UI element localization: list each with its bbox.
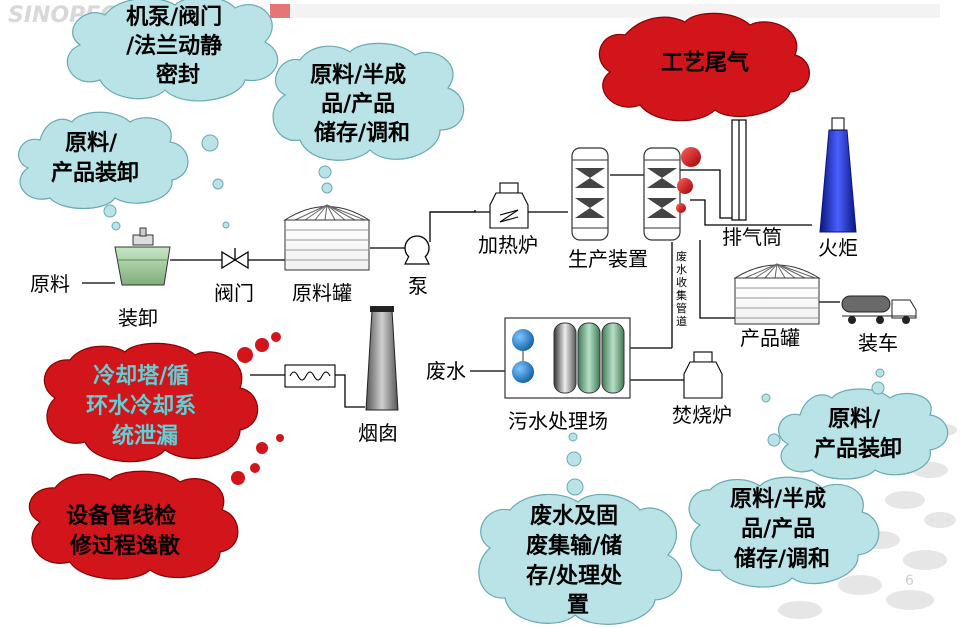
page-number: 6 [905, 573, 914, 589]
cloud-text-line: 修过程逸散 [69, 533, 181, 559]
label-truck-loading: 装车 [858, 331, 898, 355]
cloud-text-line: 冷却塔/循 [93, 363, 189, 389]
svg-text:废水及固 废集输/储 存/处理处: 废水及固 废集输/储 存/处理处 置 [526, 503, 630, 618]
exhaust-stack-icon [731, 119, 747, 221]
label-unloading: 装卸 [118, 306, 158, 330]
label-pump: 泵 [408, 274, 428, 298]
cloud-storage-right: 原料/半成 品/产品 储存/调和 [688, 476, 880, 588]
ww-pipe-char: 水 [676, 263, 687, 276]
cloud-text-line: 密封 [156, 62, 200, 88]
ww-pipe-char: 管 [676, 301, 687, 315]
cloud-text-line: 废水及固 [530, 503, 618, 529]
cloud-text-line: 存/处理处 [526, 563, 622, 589]
incinerator-icon [683, 351, 723, 399]
ww-pipe-char: 收 [676, 275, 687, 289]
svg-text:机泵/阀门 /法兰动静 密封: 机泵/阀门 /法兰动静 密封 [126, 4, 230, 88]
label-wastewater: 废水 [426, 359, 466, 383]
heating-furnace-icon [489, 182, 529, 229]
label-heating-furnace: 加热炉 [478, 233, 538, 257]
ship-icon [114, 227, 171, 286]
cloud-text-line: /法兰动静 [126, 33, 222, 59]
chimney-icon [365, 306, 399, 411]
cloud-loading-right: 原料/ 产品装卸 [761, 368, 949, 480]
cloud-text-line: 品/产品 [741, 517, 815, 542]
cloud-text-line: 工艺尾气 [661, 50, 749, 76]
cloud-text-line: 储存/调和 [314, 120, 410, 146]
cloud-loading-left: 原料/ 产品装卸 [18, 111, 189, 231]
product-tank-icon [733, 263, 821, 325]
cloud-pump-valve-seal: 机泵/阀门 /法兰动静 密封 [67, 0, 278, 229]
pipelines [82, 169, 840, 408]
label-ww-pipe: 废水收集管道 [676, 249, 687, 328]
label-flare: 火炬 [818, 236, 858, 260]
production-column-2 [643, 147, 681, 241]
cloud-cooling-tower: 冷却塔/循 环水冷却系 统泄漏 [43, 332, 284, 463]
cloud-text-line: 机泵/阀门 [126, 4, 222, 30]
cloud-text-line: 原料/ [65, 131, 118, 156]
label-production-unit: 生产装置 [568, 247, 648, 271]
label-exhaust-stack: 排气筒 [722, 225, 782, 249]
cloud-storage-left: 原料/半成 品/产品 储存/调和 [272, 42, 465, 194]
cloud-text-line: 品/产品 [321, 92, 395, 117]
label-valve: 阀门 [214, 281, 254, 305]
svg-text:原料/半成 品/产品 储存/调和: 原料/半成 品/产品 储存/调和 [310, 63, 414, 146]
label-product-tank: 产品罐 [740, 326, 800, 350]
flare-icon [819, 117, 857, 233]
cloud-text-line: 储存/调和 [734, 546, 830, 572]
ww-pipe-char: 废 [676, 249, 687, 263]
cloud-text-line: 设备管线检 [66, 503, 176, 529]
svg-text:原料/半成 品/产品 储存/调和: 原料/半成 品/产品 储存/调和 [730, 487, 834, 572]
label-raw-material: 原料 [30, 272, 70, 296]
cloud-waste-handling: 废水及固 废集输/储 存/处理处 置 [478, 432, 683, 625]
svg-text:原料/ 产品装卸: 原料/ 产品装卸 [814, 407, 902, 462]
svg-text:设备管线检 修过程逸散: 设备管线检 修过程逸散 [66, 503, 184, 559]
cloud-text-line: 环水冷却系 [86, 393, 196, 419]
cloud-text-line: 置 [567, 593, 589, 618]
raw-tank-icon [283, 204, 371, 271]
svg-text:冷却塔/循 环水冷却系 统泄漏: 冷却塔/循 环水冷却系 统泄漏 [86, 363, 204, 449]
tail-gas-bubbles [676, 147, 701, 213]
label-chimney: 烟囱 [358, 421, 398, 445]
wwtp-icon [504, 317, 631, 399]
cloud-text-line: 废集输/储 [526, 533, 622, 559]
header-bar [270, 4, 940, 18]
label-incinerator: 焚烧炉 [672, 403, 732, 427]
valve-icon [221, 248, 249, 270]
label-raw-tank: 原料罐 [292, 281, 352, 305]
cloud-text-line: 原料/半成 [730, 487, 826, 512]
svg-text:原料/ 产品装卸: 原料/ 产品装卸 [51, 131, 139, 186]
tank-truck-icon [841, 295, 917, 324]
ww-pipe-char: 集 [676, 288, 687, 302]
cloud-text-line: 产品装卸 [51, 160, 139, 186]
ww-pipe-char: 道 [676, 314, 687, 328]
cloud-text-line: 原料/ [828, 407, 881, 432]
production-column-1 [571, 147, 609, 241]
label-wwtp: 污水处理场 [508, 409, 608, 433]
header-bar-accent [270, 4, 290, 18]
cloud-text-line: 原料/半成 [310, 63, 406, 88]
cloud-process-tail-gas: 工艺尾气 [598, 12, 810, 122]
svg-text:工艺尾气: 工艺尾气 [661, 50, 749, 76]
cloud-maintenance: 设备管线检 修过程逸散 [28, 463, 260, 580]
pump-icon [404, 235, 430, 265]
cloud-text-line: 产品装卸 [814, 436, 902, 462]
heat-exchanger-icon [284, 364, 336, 388]
cloud-text-line: 统泄漏 [112, 423, 178, 449]
